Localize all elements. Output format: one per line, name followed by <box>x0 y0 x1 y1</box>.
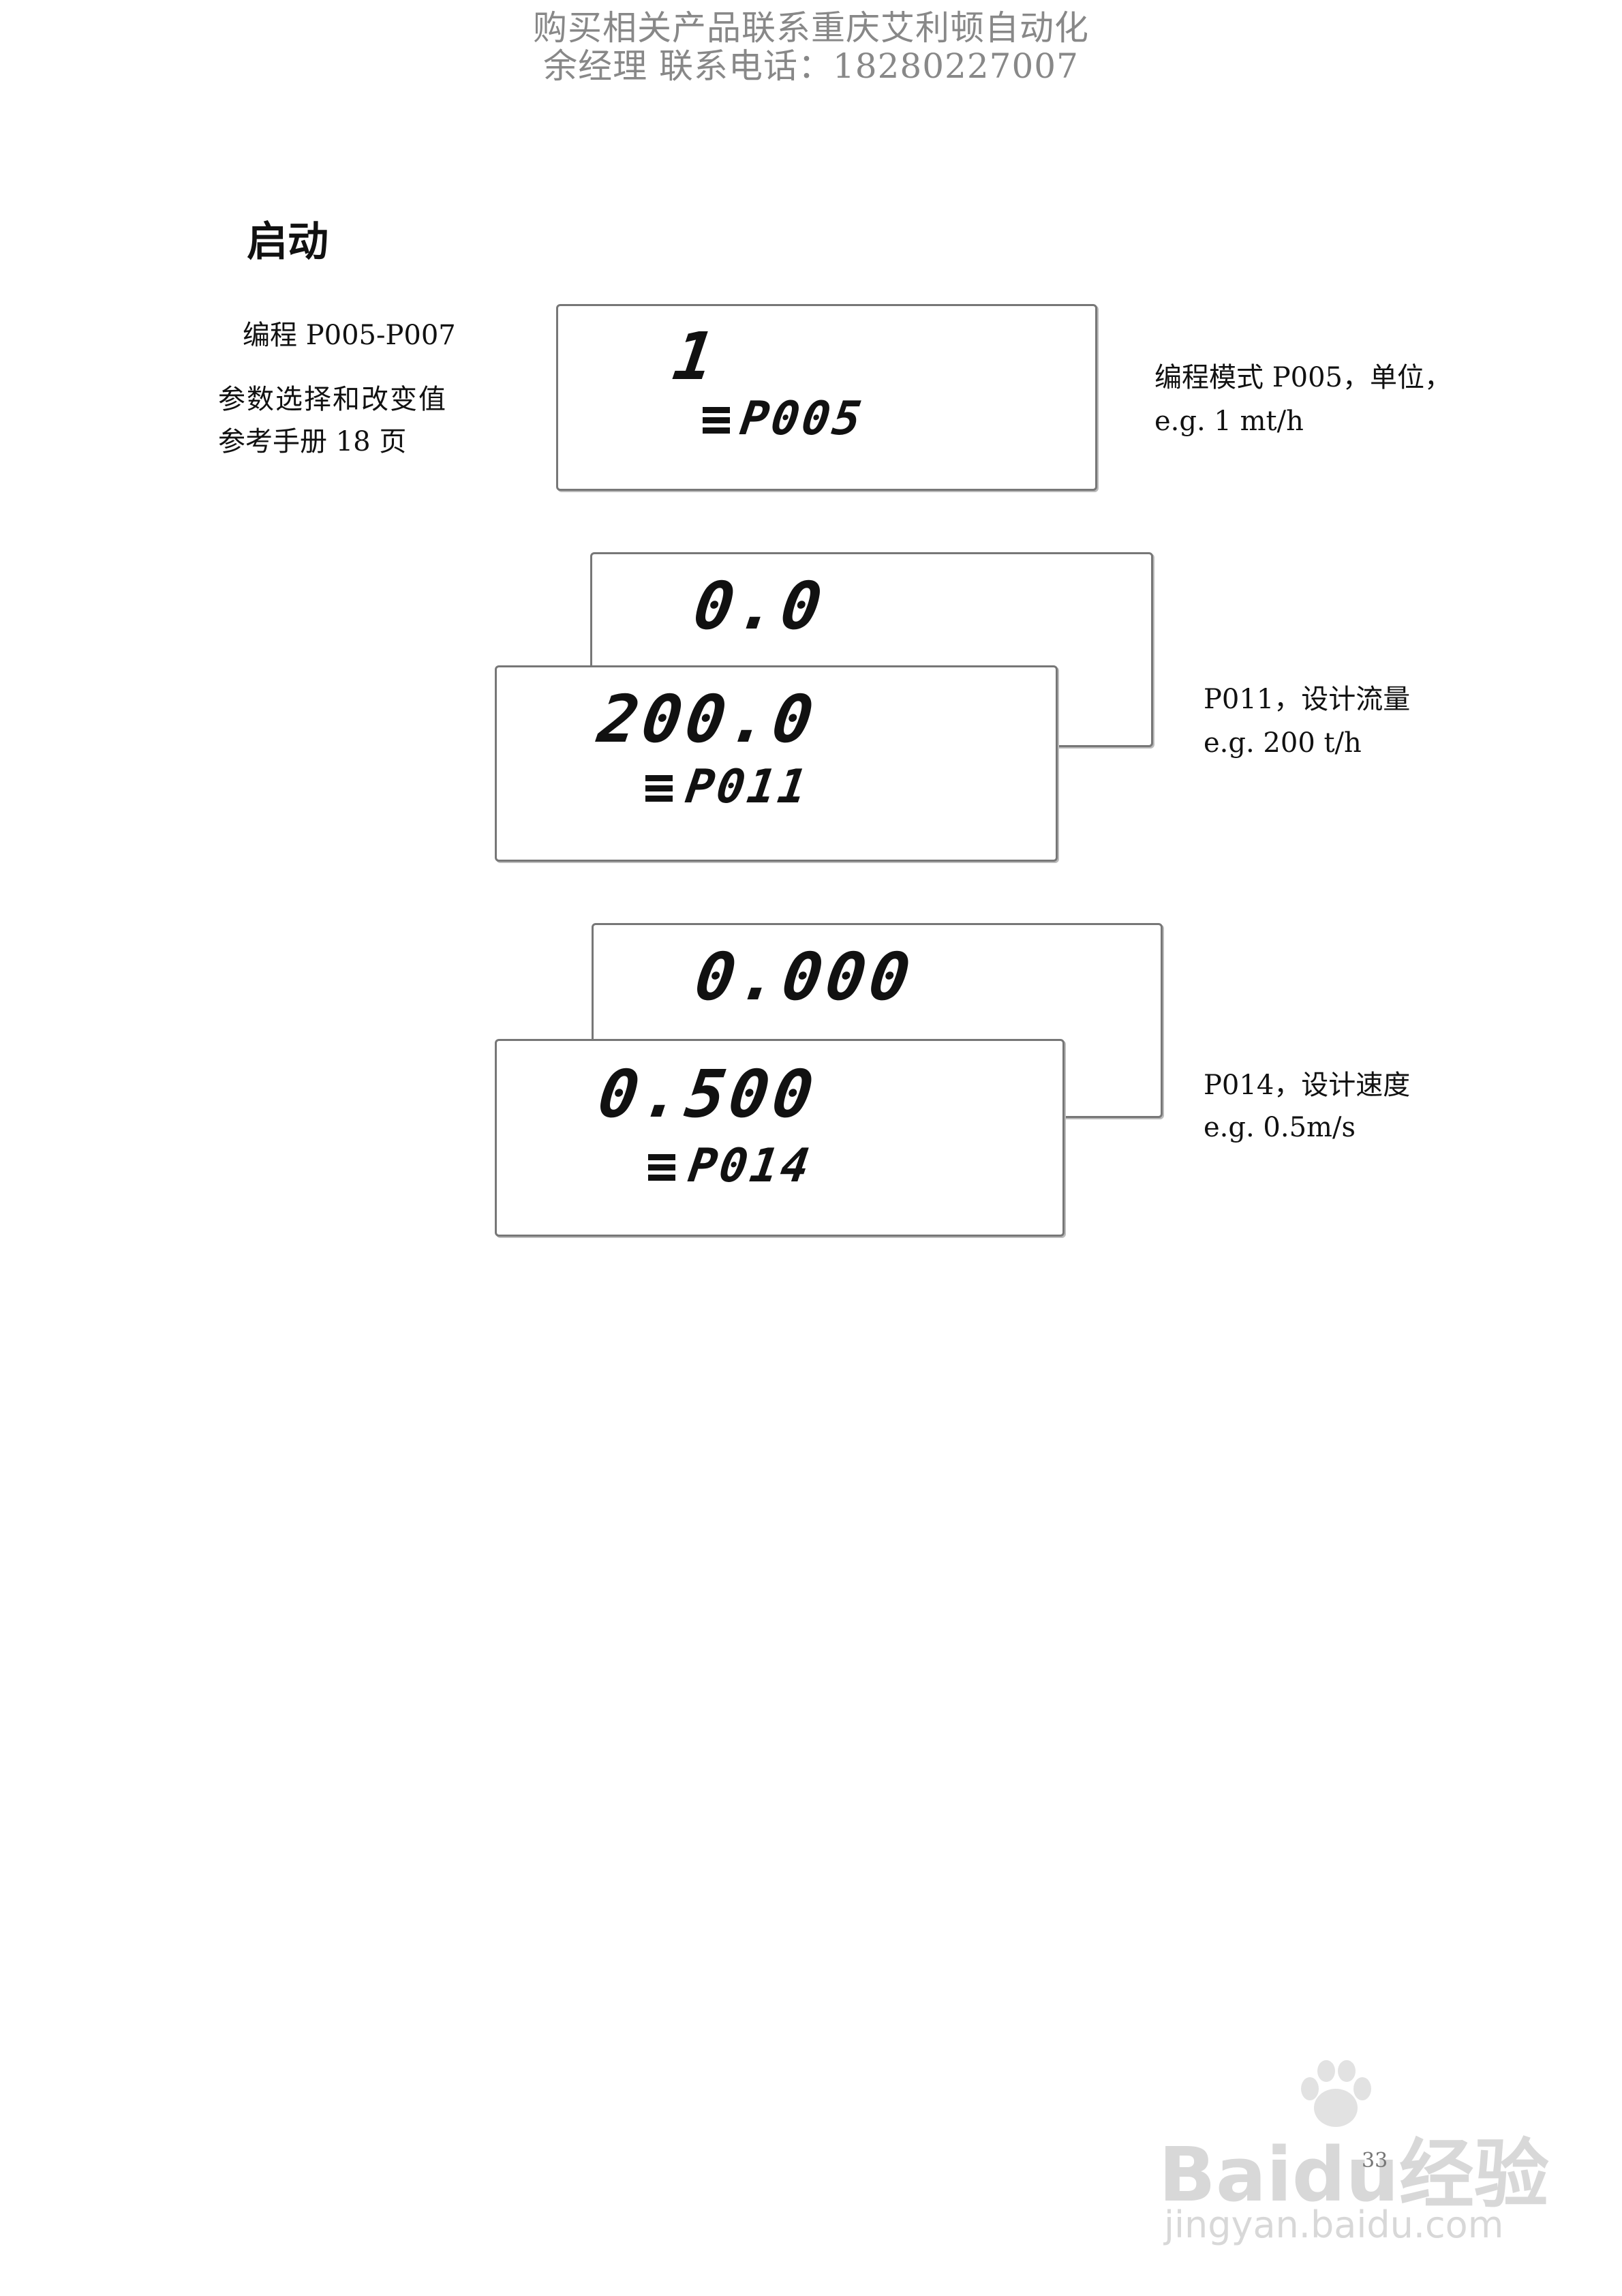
menu-icon <box>645 775 673 802</box>
menu-icon <box>648 1154 675 1181</box>
header-line-1: 购买相关产品联系重庆艾利顿自动化 <box>533 8 1089 48</box>
note-p011-line1: P011，设计流量 <box>1204 684 1411 715</box>
lcd-display-p014: 0.500 P014 <box>495 1039 1065 1237</box>
lcd-param-code: P011 <box>682 760 813 814</box>
note-p014-line1: P014，设计速度 <box>1204 1070 1411 1101</box>
note-p011-line2: e.g. 200 t/h <box>1204 727 1362 759</box>
note-p005-line2: e.g. 1 mt/h <box>1154 406 1304 437</box>
manual-ref-note: 参考手册 18 页 <box>218 426 407 457</box>
lcd-param-code: P005 <box>737 392 868 446</box>
lcd-main-value: 200.0 <box>594 681 822 757</box>
lcd-main-value: 0.500 <box>594 1056 822 1132</box>
lcd-display-p011: 200.0 P011 <box>495 665 1058 862</box>
watermark-brand: Baidu经验 <box>1159 2131 1549 2218</box>
header-line-2: 余经理 联系电话：18280227007 <box>543 46 1079 86</box>
page-number: 33 <box>1362 2149 1388 2173</box>
param-select-note: 参数选择和改变值 <box>218 384 447 415</box>
lcd-main-value: 1 <box>669 318 723 395</box>
section-title: 启动 <box>247 218 328 266</box>
lcd-back-value: 0.000 <box>690 939 919 1015</box>
note-p014-line2: e.g. 0.5m/s <box>1204 1112 1356 1143</box>
lcd-param-code: P014 <box>685 1139 816 1193</box>
lcd-back-value: 0.0 <box>689 568 831 644</box>
paw-logo-icon <box>1295 2059 1377 2134</box>
menu-icon <box>703 407 730 434</box>
watermark-url: jingyan.baidu.com <box>1164 2203 1504 2246</box>
lcd-display-p005: 1 P005 <box>556 304 1097 491</box>
note-p005-line1: 编程模式 P005，单位， <box>1154 362 1452 393</box>
program-note: 编程 P005-P007 <box>243 320 456 351</box>
